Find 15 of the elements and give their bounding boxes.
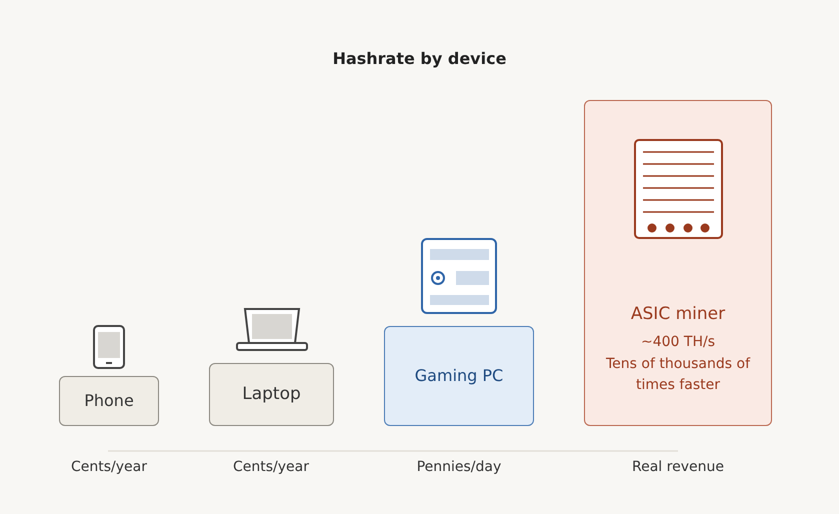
device-name: ASIC miner — [630, 302, 726, 326]
earnings-label: Pennies/day — [416, 459, 502, 475]
device-name: Laptop — [242, 382, 301, 406]
device-card — [584, 100, 772, 426]
earnings-label: Cents/year — [70, 459, 148, 475]
device-detail: Tens of thousands of times faster — [604, 354, 752, 396]
earnings-label: Cents/year — [232, 459, 310, 475]
earnings-label: Real revenue — [631, 459, 725, 475]
device-detail: ~400 TH/s — [641, 332, 715, 352]
device-card — [384, 326, 534, 426]
device-card — [209, 363, 334, 426]
device-name: Gaming PC — [414, 365, 504, 388]
device-card — [59, 376, 159, 426]
device-name: Phone — [84, 390, 134, 412]
chart-title: Hashrate by device — [332, 49, 508, 68]
